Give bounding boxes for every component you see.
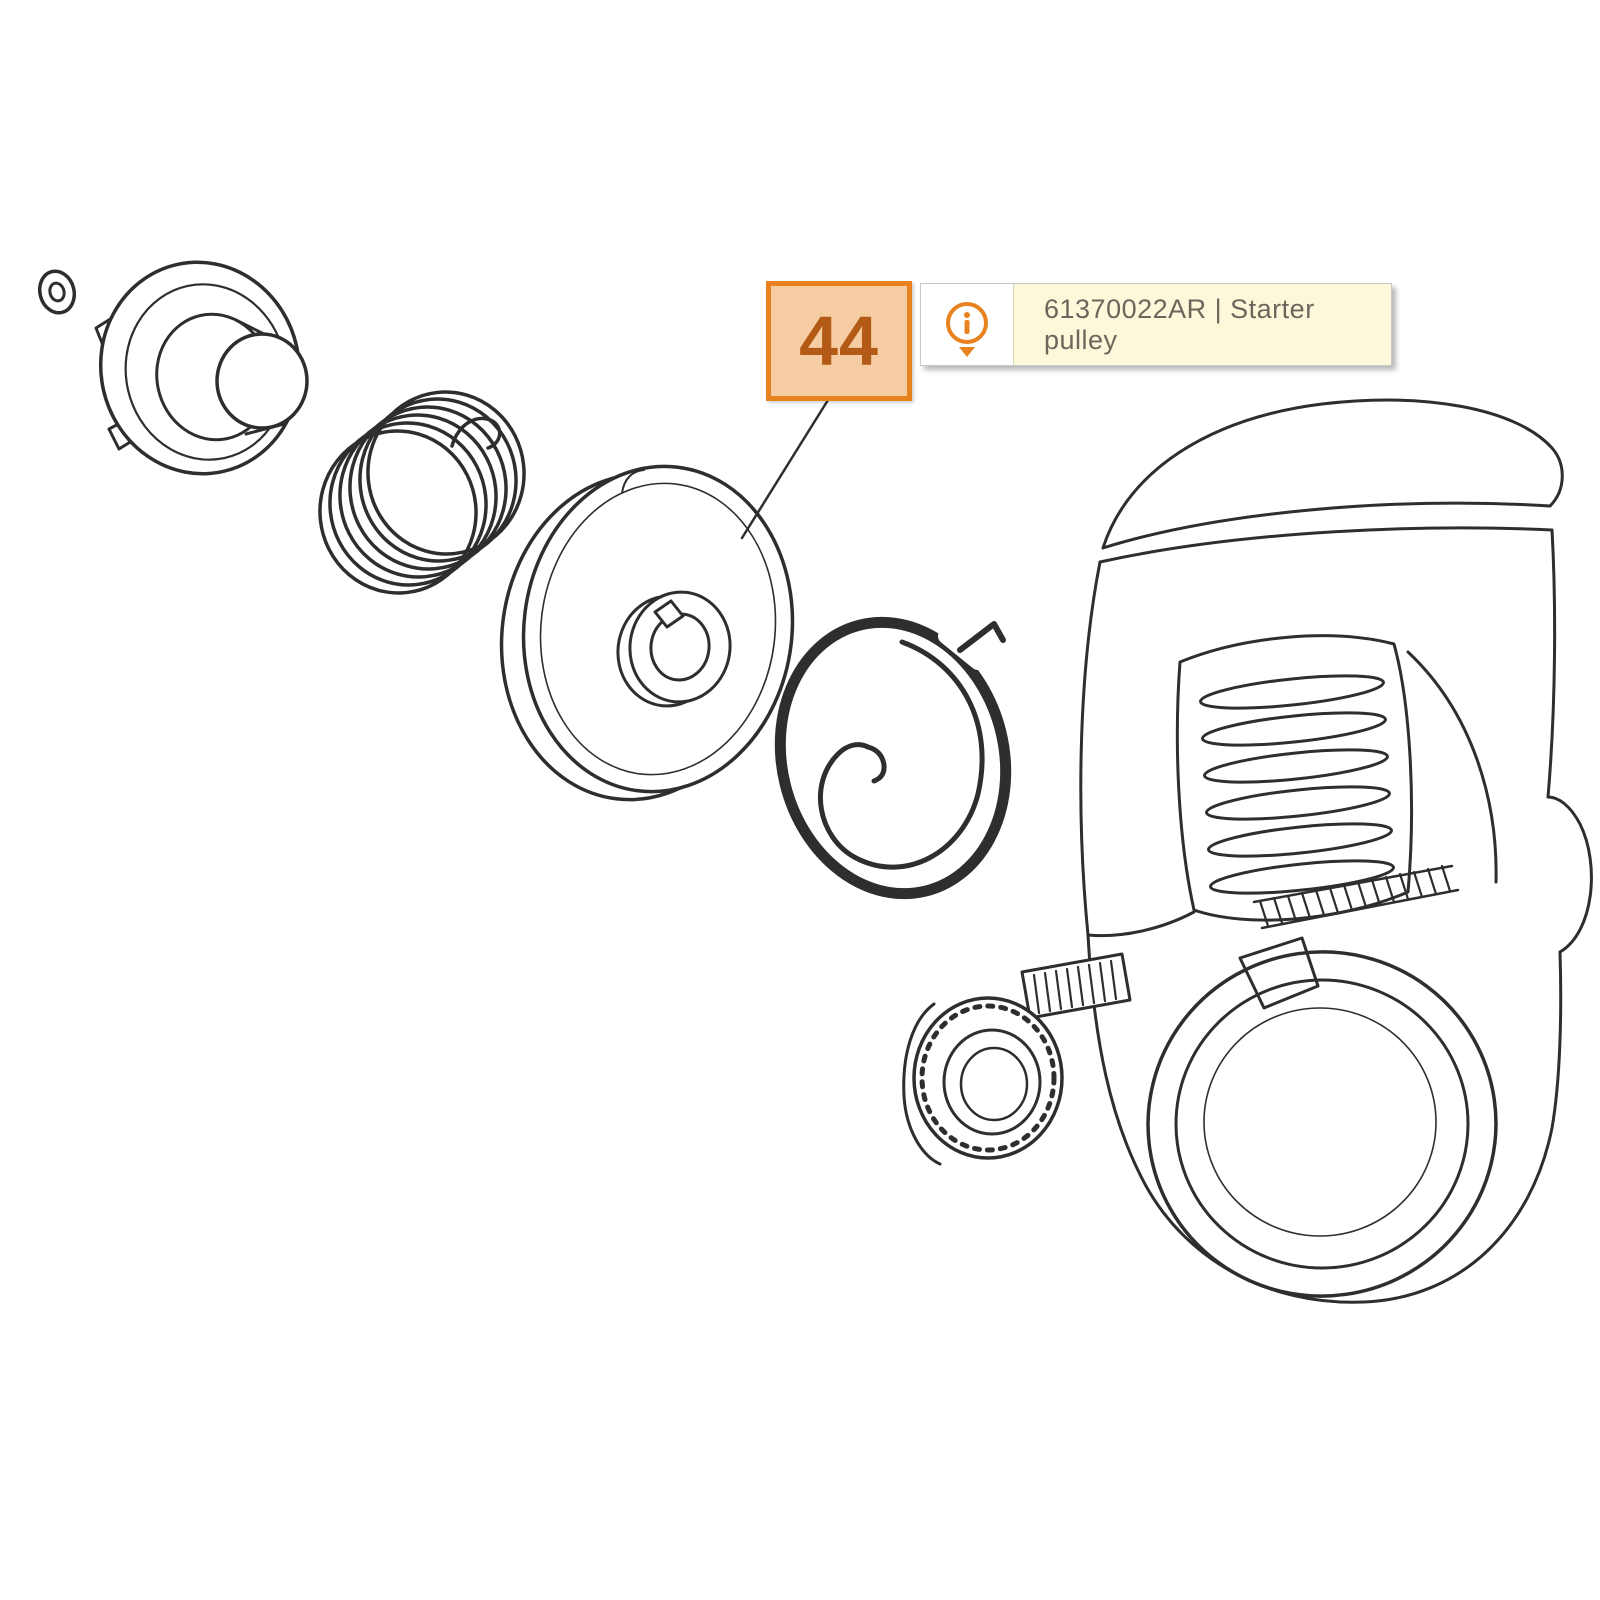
tooltip-divider	[1013, 284, 1014, 365]
part-washer[interactable]	[35, 267, 79, 316]
part-tooltip-text: 61370022AR | Starter pulley	[1044, 293, 1315, 355]
callout-number: 44	[799, 302, 879, 380]
part-tooltip: 61370022AR | Starter pulley	[920, 283, 1392, 366]
info-icon[interactable]	[921, 284, 1013, 365]
part-recoil-spring[interactable]	[312, 384, 532, 600]
circled-i-icon	[946, 301, 988, 344]
part-tooltip-body: 61370022AR | Starter pulley	[1014, 284, 1391, 365]
part-callout-44[interactable]: 44	[766, 281, 912, 401]
leader-line	[740, 398, 830, 540]
part-starter-pulley[interactable]	[483, 451, 811, 815]
part-starter-cup[interactable]	[81, 244, 319, 493]
tooltip-pointer-icon	[959, 347, 975, 357]
part-spring-clip[interactable]	[752, 598, 1034, 918]
engine-housing	[902, 398, 1593, 1304]
